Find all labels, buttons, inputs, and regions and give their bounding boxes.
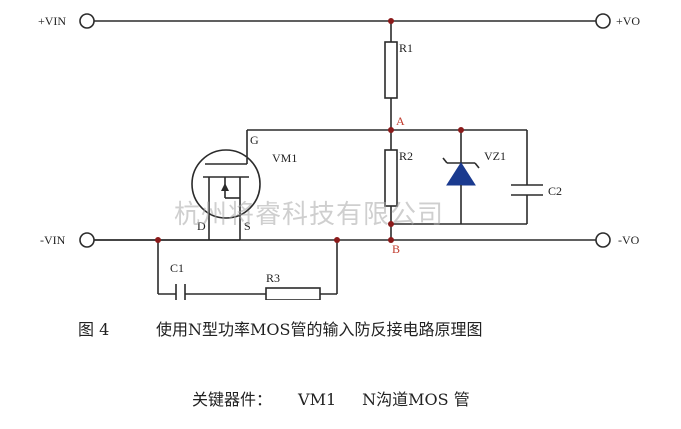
r3-resistor: [265, 287, 321, 300]
junction-node-a: [388, 127, 394, 133]
key-components-label: 关键器件：: [192, 390, 273, 409]
circuit-diagram: +VIN +VO -VIN -VO R1 R2 R3 C1 C2 VZ1 VM1…: [38, 13, 640, 300]
label-c1: C1: [170, 261, 184, 275]
vz1-cathode-tip-right: [474, 162, 480, 169]
junction-r3-right: [334, 237, 340, 243]
vm1-body-arrow: [221, 183, 229, 191]
label-c2: C2: [548, 184, 562, 198]
key-components-line: 关键器件： VM1 N沟道MOS 管: [192, 386, 470, 410]
label-node-a: A: [396, 114, 405, 128]
r1-resistor: [384, 41, 398, 99]
key-component-type: N沟道MOS 管: [362, 390, 470, 409]
junction-node-b: [388, 237, 394, 243]
terminal-vo-neg: [595, 232, 611, 248]
label-vo-pos: +VO: [616, 14, 640, 28]
label-vin-pos: +VIN: [38, 14, 66, 28]
junction-r2-bottom: [388, 221, 394, 227]
label-node-b: B: [392, 242, 400, 256]
vz1-triangle: [446, 162, 476, 186]
label-r3: R3: [266, 271, 280, 285]
r2-resistor: [384, 149, 398, 207]
figure-caption: 图 4 使用N型功率MOS管的输入防反接电路原理图: [78, 316, 482, 340]
label-pin-d: D: [197, 219, 206, 233]
label-pin-g: G: [250, 133, 259, 147]
label-vz1: VZ1: [484, 149, 506, 163]
vz1-cathode-tip-left: [442, 157, 448, 164]
label-r1: R1: [399, 41, 413, 55]
label-pin-s: S: [244, 219, 251, 233]
figure-title: 使用N型功率MOS管的输入防反接电路原理图: [156, 320, 483, 339]
junction-zener-top: [458, 127, 464, 133]
figure-number: 图 4: [78, 320, 110, 339]
junction-c1-left: [155, 237, 161, 243]
label-r2: R2: [399, 149, 413, 163]
key-component-part: VM1: [298, 390, 337, 409]
junction-top-r1: [388, 18, 394, 24]
label-vm1: VM1: [272, 151, 297, 165]
terminal-vin-pos: [79, 13, 95, 29]
terminal-vo-pos: [595, 13, 611, 29]
terminal-vin-neg: [79, 232, 95, 248]
label-vo-neg: -VO: [618, 233, 640, 247]
label-vin-neg: -VIN: [40, 233, 66, 247]
watermark-text: 杭州将睿科技有限公司: [174, 200, 444, 230]
